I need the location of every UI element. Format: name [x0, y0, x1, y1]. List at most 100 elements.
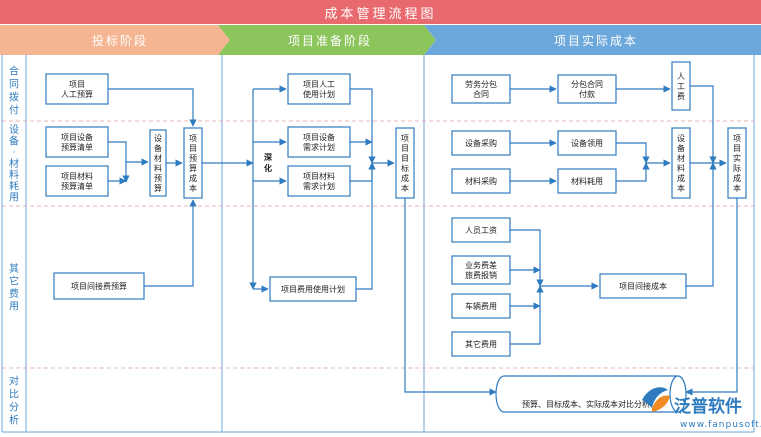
node-bid-equip[interactable]: 项目设备预算清单: [45, 126, 109, 158]
node-label: 材料采购: [465, 176, 497, 186]
node-box: [149, 129, 167, 197]
node-box: [557, 168, 617, 194]
node-bid-mat[interactable]: 项目材料预算清单: [45, 165, 109, 197]
node-bid-equip-mat[interactable]: 设备材料预算: [149, 129, 167, 197]
node-box: [395, 127, 415, 199]
node-act-labor[interactable]: 人工费: [671, 61, 691, 111]
node-box: [451, 168, 511, 194]
node-box: [727, 127, 747, 199]
node-bid-budget[interactable]: 项目预算成本: [183, 127, 203, 199]
brand-name: 泛普软件: [674, 396, 742, 417]
node-act-equip-buy[interactable]: 设备采购: [451, 130, 511, 156]
node-box: [599, 273, 687, 299]
node-label: 设备材料成本: [677, 133, 685, 193]
node-act-equip-mat[interactable]: 设备材料成本: [671, 127, 691, 199]
connector-bid-labor-to-budget: [108, 88, 197, 127]
node-label: 分包合同付款: [571, 79, 603, 99]
node-act-mat-buy[interactable]: 材料采购: [451, 168, 511, 194]
lane-label-l2: 设备·材料耗用: [9, 124, 19, 204]
node-prep-mat[interactable]: 项目材料需求计划: [287, 165, 351, 197]
node-label: 项目间接成本: [619, 281, 667, 291]
node-prep-equip[interactable]: 项目设备需求计划: [287, 126, 351, 158]
node-box: [451, 331, 511, 357]
node-label: 项目人工预算: [61, 80, 93, 99]
node-box: [451, 130, 511, 156]
fanpu-logo-icon: [642, 387, 670, 412]
node-act-subpay[interactable]: 分包合同付款: [557, 74, 617, 104]
node-box: [287, 165, 351, 197]
node-box: [671, 127, 691, 199]
node-box: [287, 126, 351, 158]
node-box: [451, 217, 511, 243]
phase-p2: 项目准备阶段: [218, 25, 436, 55]
lane-label-l3: 其它费用: [9, 263, 19, 313]
node-act-actual[interactable]: 项目实际成本: [727, 127, 747, 199]
node-label: 项目间接费预算: [71, 281, 127, 291]
phase-p3: 项目实际成本: [424, 25, 761, 55]
connector-bid-equip-join: [108, 141, 130, 183]
connector-target-to-comparison: [404, 198, 497, 396]
connector-other-to-indirect: [510, 285, 544, 345]
connector-prep-labor-to-target: [350, 88, 376, 164]
node-label: 业务费差旅费报销: [465, 260, 497, 280]
node-label: 设备材料预算: [154, 133, 162, 193]
diagram-title: 成本管理流程图: [0, 0, 761, 24]
node-box: [671, 61, 691, 111]
node-label: 材料耗用: [571, 176, 603, 186]
cylinder-cap: [669, 375, 687, 413]
node-box: [451, 293, 511, 319]
connector-indirect-to-actual: [686, 162, 717, 287]
connector-mat-use-to-equip-mat: [616, 162, 650, 182]
node-act-subcontract[interactable]: 劳务分包合同: [451, 74, 511, 104]
node-box: [557, 74, 617, 104]
phase-label: 项目实际成本: [554, 33, 638, 48]
node-prep-target[interactable]: 项目目标成本: [395, 127, 415, 199]
phase-label: 项目准备阶段: [288, 33, 372, 48]
comparison-analysis-node[interactable]: 预算、目标成本、实际成本对比分析: [495, 375, 687, 413]
brand-watermark: 泛普软件 www.fanpusoft.com: [642, 387, 761, 430]
node-label: 项目费用使用计划: [281, 284, 345, 294]
brand-url: www.fanpusoft.com: [680, 420, 761, 430]
node-act-mat-use[interactable]: 材料耗用: [557, 168, 617, 194]
logo-leaf-orange: [652, 395, 670, 412]
node-box: [53, 272, 145, 300]
lane-label-l4: 对比分析: [9, 374, 19, 426]
node-prep-labor[interactable]: 项目人工使用计划: [287, 73, 351, 105]
node-label: 车辆费用: [465, 301, 497, 311]
phase-band: [424, 25, 761, 55]
node-label: 设备采购: [465, 138, 497, 148]
node-label: 项目材料预算清单: [61, 171, 93, 191]
node-box: [45, 165, 109, 197]
node-label: 项目材料需求计划: [303, 171, 335, 191]
node-box: [183, 127, 203, 199]
phase-p1: 投标阶段: [0, 25, 230, 55]
deepen-label: 深化: [264, 152, 272, 173]
node-act-vehicle[interactable]: 车辆费用: [451, 293, 511, 319]
phase-band: [0, 25, 230, 55]
node-act-indirect[interactable]: 项目间接成本: [599, 273, 687, 299]
node-box: [287, 73, 351, 105]
connector-bid-indirect-to-budget: [144, 199, 197, 287]
logo-leaf-blue: [642, 387, 668, 408]
connector-labor-to-actual: [690, 85, 717, 164]
node-label: 项目人工使用计划: [303, 80, 335, 99]
connector-prep-mat-to-target: [350, 162, 376, 182]
phase-label: 投标阶段: [92, 33, 148, 48]
node-bid-labor[interactable]: 项目人工预算: [45, 73, 109, 105]
node-label: 项目设备预算清单: [61, 132, 93, 152]
node-prep-fee[interactable]: 项目费用使用计划: [269, 276, 357, 302]
node-act-travel[interactable]: 业务费差旅费报销: [451, 255, 511, 285]
lane-label-l1: 合同拨付: [9, 64, 19, 116]
node-label: 项目预算成本: [189, 134, 197, 193]
node-box: [451, 74, 511, 104]
node-box: [451, 255, 511, 285]
node-label: 人工费: [677, 72, 685, 101]
node-act-wage[interactable]: 人员工资: [451, 217, 511, 243]
node-act-equip-use[interactable]: 设备领用: [557, 130, 617, 156]
node-bid-indirect[interactable]: 项目间接费预算: [53, 272, 145, 300]
node-box: [45, 73, 109, 105]
node-act-other[interactable]: 其它费用: [451, 331, 511, 357]
node-label: 项目目标成本: [401, 134, 409, 193]
